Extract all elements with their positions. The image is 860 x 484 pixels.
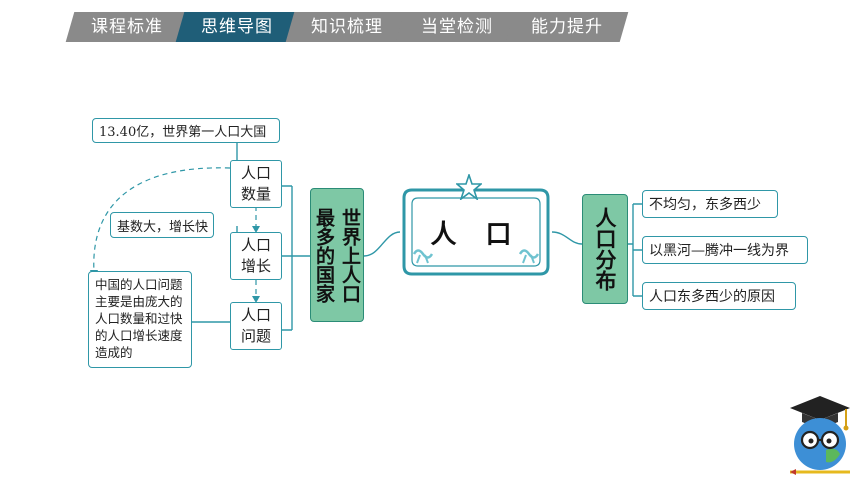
star-icon bbox=[456, 174, 482, 200]
center-node: 人 口 bbox=[400, 174, 552, 278]
graduation-globe-icon bbox=[790, 396, 850, 475]
left-title-line-2: 最多的国家 bbox=[313, 207, 335, 303]
item-population-problem: 人口问题 bbox=[230, 302, 282, 350]
item-distribution-reason: 人口东多西少的原因 bbox=[642, 282, 796, 310]
center-frame bbox=[402, 188, 550, 276]
left-branch-title: 世界上人口 最多的国家 bbox=[310, 188, 364, 322]
note-population-problem: 中国的人口问题主要是由庞大的人口数量和过快的人口增长速度造成的 bbox=[88, 271, 192, 368]
item-uneven-distribution: 不均匀，东多西少 bbox=[642, 190, 778, 218]
item-population-size: 人口数量 bbox=[230, 160, 282, 208]
left-title-line-1: 世界上人口 bbox=[339, 207, 361, 303]
right-branch-title: 人口分布 bbox=[582, 194, 628, 304]
item-heihe-tengchong-line: 以黑河—腾冲一线为界 bbox=[642, 236, 808, 264]
right-title-text: 人口分布 bbox=[593, 207, 617, 291]
ribbon-icon bbox=[518, 249, 540, 264]
center-title: 人 口 bbox=[430, 220, 522, 250]
ribbon-icon bbox=[412, 249, 434, 264]
item-population-growth: 人口增长 bbox=[230, 232, 282, 280]
note-population-size: 13.40亿，世界第一人口大国 bbox=[92, 118, 280, 143]
note-growth-features: 基数大，增长快 bbox=[110, 212, 214, 238]
